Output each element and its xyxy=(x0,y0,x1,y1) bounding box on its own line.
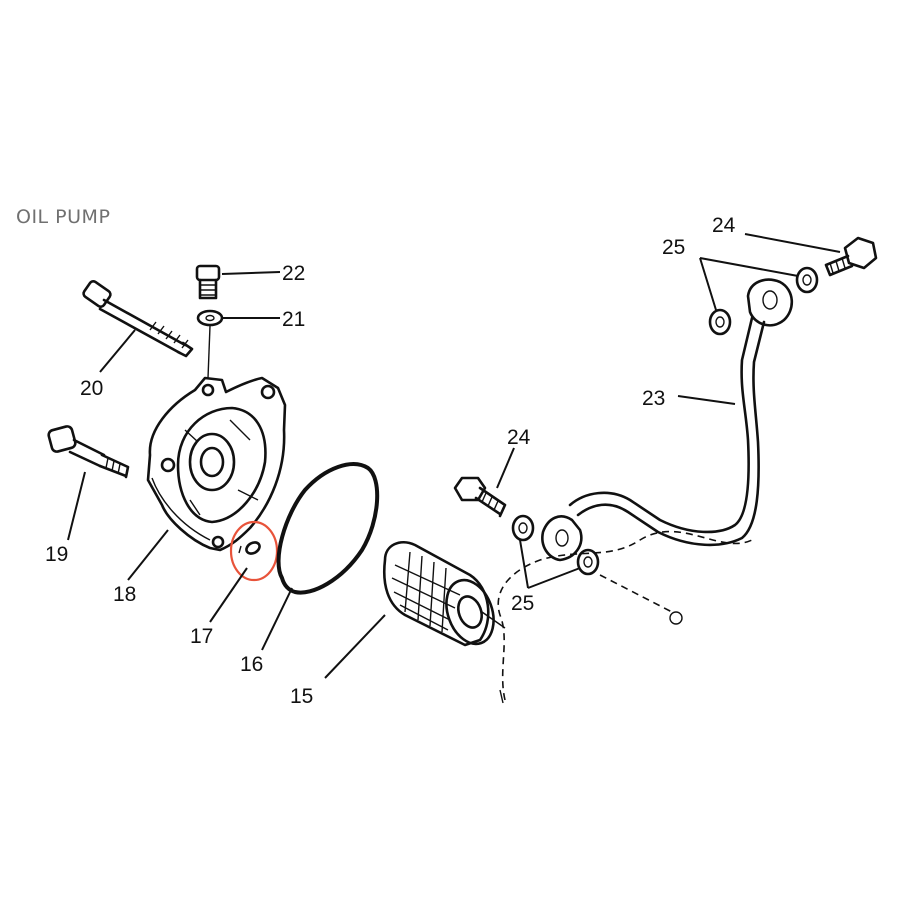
highlight-circle xyxy=(229,520,279,582)
callout-20: 20 xyxy=(80,377,103,400)
part-23-oil-pipe xyxy=(541,278,794,562)
part-25-washers-upper xyxy=(708,266,819,336)
callout-17: 17 xyxy=(190,625,213,648)
callout-25-lower: 25 xyxy=(511,592,534,615)
callout-21: 21 xyxy=(282,308,305,331)
diagram-title: OIL PUMP xyxy=(16,206,111,228)
callout-22: 22 xyxy=(282,262,305,285)
part-22-bleed-bolt xyxy=(195,264,221,300)
callout-labels: 22 21 20 19 18 17 16 15 23 24 24 25 25 xyxy=(45,214,736,708)
callout-23: 23 xyxy=(642,387,665,410)
callout-15: 15 xyxy=(290,685,313,708)
callout-19: 19 xyxy=(45,543,68,566)
part-24-union-bolt-right xyxy=(824,236,878,277)
part-20-long-bolt xyxy=(82,280,194,358)
part-16-large-o-ring xyxy=(276,462,380,595)
engine-case-outline xyxy=(497,530,753,704)
part-21-washer xyxy=(196,309,224,379)
part-19-short-bolt xyxy=(47,425,130,479)
leader-lines xyxy=(67,233,841,679)
callout-25-upper: 25 xyxy=(662,236,685,259)
part-18-filter-cover xyxy=(146,376,287,552)
callout-24-right: 24 xyxy=(712,214,736,237)
part-25-washers-lower xyxy=(511,514,600,576)
part-17-small-o-ring xyxy=(229,520,279,582)
callout-16: 16 xyxy=(240,653,263,676)
part-15-oil-filter xyxy=(383,540,506,647)
callout-18: 18 xyxy=(113,583,136,606)
part-24-union-bolt-left xyxy=(453,476,507,518)
callout-24-left: 24 xyxy=(507,426,531,449)
